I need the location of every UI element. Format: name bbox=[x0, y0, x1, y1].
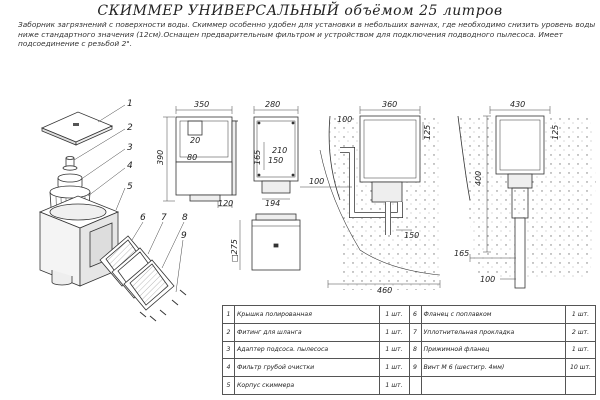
table-cell-left-qty: 1 шт. bbox=[378, 376, 410, 395]
callout-6: 6 bbox=[140, 213, 146, 223]
dim-front-120: 120 bbox=[218, 199, 233, 208]
dim-front-width: 350 bbox=[194, 100, 209, 109]
table-cell-left-no: 3 bbox=[222, 340, 235, 360]
table-cell-right-name: Фланец с поплавком bbox=[420, 305, 566, 324]
table-cell-left-no: 4 bbox=[222, 358, 235, 378]
callout-5: 5 bbox=[127, 182, 133, 192]
exploded-view bbox=[38, 104, 187, 322]
dim-front-20: 20 bbox=[190, 136, 200, 145]
drawing-description: Заборник загрязнений с поверхности воды.… bbox=[18, 20, 596, 49]
drawing-title: СКИММЕР УНИВЕРСАЛЬНЫЙ объёмом 25 литров bbox=[97, 3, 503, 19]
table-cell-right-no: 6 bbox=[408, 305, 422, 324]
dim-right-width: 430 bbox=[510, 100, 525, 109]
table-cell-left-no: 1 bbox=[222, 305, 235, 324]
table-cell-right-qty: 1 шт. bbox=[565, 340, 596, 360]
table-cell-right-qty: 10 шт. bbox=[565, 358, 596, 378]
table-cell-left-name: Крышка полированная bbox=[234, 305, 380, 324]
table-cell-left-name: Адаптер подсоса. пылесоса bbox=[234, 340, 380, 360]
table-cell-right-qty: 1 шт. bbox=[565, 305, 596, 324]
table-cell-left-no: 5 bbox=[222, 376, 235, 395]
callout-8: 8 bbox=[182, 213, 188, 223]
dim-install-100a: 100 bbox=[337, 115, 352, 124]
table-cell-right-qty: 2 шт. bbox=[565, 322, 596, 342]
top-view bbox=[239, 213, 301, 271]
table-cell-right-name: Винт М 6 (шестигр. 4мм) bbox=[420, 358, 566, 378]
table-cell-left-qty: 1 шт. bbox=[378, 305, 410, 324]
callout-3: 3 bbox=[127, 143, 133, 153]
dim-install-460: 460 bbox=[377, 286, 392, 295]
table-cell-left-qty: 1 шт. bbox=[378, 358, 410, 378]
dim-front-height: 390 bbox=[156, 150, 165, 165]
table-cell-right-no: 9 bbox=[408, 358, 422, 378]
table-cell-right-name: Прижимной фланец bbox=[420, 340, 566, 360]
dim-front-80: 80 bbox=[187, 153, 197, 162]
callout-2: 2 bbox=[127, 123, 133, 133]
front-view bbox=[163, 106, 238, 208]
table-cell-left-name: Фильтр грубой очистки bbox=[234, 358, 380, 378]
callout-1: 1 bbox=[127, 99, 133, 109]
callout-9: 9 bbox=[181, 231, 187, 241]
table-cell-left-qty: 1 шт. bbox=[378, 322, 410, 342]
dim-right-165: 165 bbox=[454, 249, 469, 258]
dim-right-125: 125 bbox=[551, 125, 560, 140]
table-cell-right-no: 8 bbox=[408, 340, 422, 360]
installation-view bbox=[300, 106, 441, 290]
table-cell-right-qty bbox=[565, 376, 596, 395]
side-view bbox=[253, 106, 299, 200]
dim-side-194: 194 bbox=[265, 199, 280, 208]
right-view bbox=[457, 106, 596, 289]
dim-install-width: 360 bbox=[382, 100, 397, 109]
dim-install-150: 150 bbox=[404, 231, 419, 240]
table-cell-right-no: 7 bbox=[408, 322, 422, 342]
table-cell-left-name: Корпус скиммера bbox=[234, 376, 380, 395]
dim-right-400: 400 bbox=[474, 171, 483, 186]
table-cell-left-qty: 1 шт. bbox=[378, 340, 410, 360]
callout-7: 7 bbox=[161, 213, 167, 223]
table-cell-right-name bbox=[420, 376, 566, 395]
dim-side-150: 150 bbox=[268, 156, 283, 165]
callout-4: 4 bbox=[127, 161, 133, 171]
part-callouts: 1 2 3 4 5 6 7 8 9 bbox=[127, 99, 188, 241]
dim-side-210: 210 bbox=[272, 146, 287, 155]
dim-top-square: □275 bbox=[230, 239, 239, 262]
dim-install-100b: 100 bbox=[309, 177, 324, 186]
dim-install-125: 125 bbox=[423, 125, 432, 140]
table-cell-right-name: Уплотнительная прокладка bbox=[420, 322, 566, 342]
table-cell-right-no bbox=[408, 376, 422, 395]
table-cell-left-no: 2 bbox=[222, 322, 235, 342]
table-cell-left-name: Фитинг для шланга bbox=[234, 322, 380, 342]
dim-right-100: 100 bbox=[480, 275, 495, 284]
dim-side-width: 280 bbox=[265, 100, 280, 109]
dim-side-165: 165 bbox=[253, 150, 262, 165]
